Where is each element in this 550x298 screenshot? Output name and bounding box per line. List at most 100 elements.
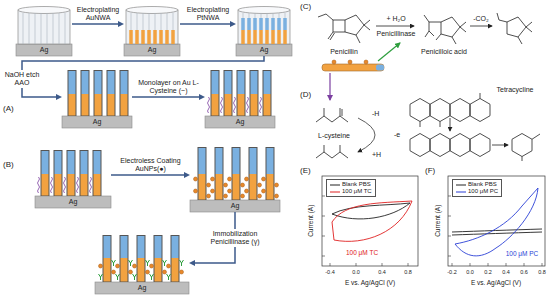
silver-base bbox=[95, 282, 189, 294]
cysteine-squiggle bbox=[64, 177, 66, 193]
base-label: Ag bbox=[236, 118, 245, 126]
legend-box: Blank PBS100 μM TC bbox=[326, 179, 376, 197]
process-label: Monolayer on Au L-Cysteine (~) bbox=[134, 79, 203, 95]
cv-curve bbox=[452, 229, 542, 235]
cysteine-squiggle bbox=[247, 97, 249, 113]
gold-nanoparticle bbox=[228, 177, 232, 181]
base-label: Ag bbox=[148, 46, 157, 54]
legend-row: 100 μM TC bbox=[330, 188, 372, 195]
legend-line bbox=[456, 184, 466, 185]
legend-line bbox=[330, 184, 340, 185]
aao-template bbox=[124, 7, 180, 57]
substituent bbox=[522, 134, 540, 161]
gold-nanoparticle bbox=[224, 194, 228, 198]
process-label: NaOH etch AAO bbox=[1, 70, 43, 88]
redox-arrow bbox=[358, 118, 375, 152]
annotation: +H bbox=[372, 151, 381, 159]
cysteine-squiggle bbox=[208, 97, 210, 113]
enzyme-mark bbox=[112, 260, 116, 266]
annotation: Penicillinase bbox=[377, 30, 416, 38]
annotation: + H₂O bbox=[386, 15, 405, 23]
enzyme-mark bbox=[163, 260, 167, 266]
nanowire-array-1 bbox=[62, 70, 132, 128]
pointer-arrow bbox=[329, 73, 330, 100]
cysteine-structure bbox=[316, 108, 348, 122]
gold-nanoparticle bbox=[275, 194, 279, 198]
plot-frame bbox=[322, 176, 418, 266]
ring bbox=[450, 99, 470, 122]
gold-nanoparticle bbox=[112, 270, 116, 274]
ring bbox=[430, 134, 450, 157]
legend-text: Blank PBS bbox=[468, 181, 497, 188]
ring bbox=[430, 99, 450, 122]
annotation: 100 μM TC bbox=[346, 249, 378, 257]
axis-title: Current (A) bbox=[307, 205, 315, 237]
annotation: (E) bbox=[300, 166, 311, 175]
gold-nanoparticle bbox=[194, 189, 198, 193]
au-segment bbox=[45, 174, 97, 196]
gold-nanoparticle bbox=[262, 189, 266, 193]
pt-segment bbox=[215, 71, 267, 94]
gold-nanoparticle bbox=[133, 264, 137, 268]
pt-segment bbox=[45, 151, 97, 174]
ring bbox=[470, 134, 490, 157]
cysteine-squiggle bbox=[51, 177, 53, 193]
legend-row: 100 μM PC bbox=[456, 188, 498, 195]
process-arrow bbox=[180, 21, 236, 27]
rod-outline bbox=[107, 235, 175, 282]
annotation: -0.2 bbox=[447, 269, 456, 275]
cysteine-squiggle bbox=[90, 177, 92, 193]
silver-base bbox=[190, 200, 280, 212]
sample-stack: Ag bbox=[35, 146, 111, 208]
annotation: 100 μM PC bbox=[506, 250, 539, 258]
cysteine-squiggle bbox=[38, 177, 40, 193]
pointer-arrow bbox=[378, 43, 400, 61]
reaction-arrow bbox=[450, 118, 451, 131]
annotation: Penicillin bbox=[330, 48, 358, 56]
legend-row: Blank PBS bbox=[330, 181, 372, 188]
gold-nanoparticle bbox=[163, 270, 167, 274]
annotation: (F) bbox=[425, 166, 435, 175]
wire-body bbox=[322, 64, 384, 71]
arrow-head bbox=[230, 21, 236, 27]
gold-nanoparticle bbox=[99, 264, 103, 268]
gold-nanoparticle bbox=[150, 264, 154, 268]
annotation: E vs. Ag/AgCl (V) bbox=[471, 279, 521, 287]
platinum-fill bbox=[243, 18, 285, 30]
gold-nanoparticle bbox=[194, 177, 198, 181]
gold-nanoparticle bbox=[262, 177, 266, 181]
ring bbox=[470, 99, 490, 122]
annotation: (C) bbox=[300, 2, 311, 11]
gold-nanoparticle bbox=[211, 189, 215, 193]
gold-nanoparticle bbox=[224, 183, 228, 187]
wire-tip bbox=[376, 65, 384, 71]
base-label: Ag bbox=[69, 198, 78, 206]
rod-outline bbox=[215, 70, 267, 116]
arrow-head bbox=[118, 21, 124, 27]
cysteine-squiggle bbox=[260, 97, 262, 113]
base-label: Ag bbox=[93, 118, 102, 126]
sample-stack: Ag bbox=[190, 142, 280, 212]
cv-plot-f bbox=[448, 176, 545, 266]
gold-nanoparticle bbox=[364, 60, 368, 64]
nanowire-array-5 bbox=[95, 235, 189, 294]
cysteine-squiggle bbox=[234, 97, 236, 113]
cysteine-structure bbox=[316, 145, 348, 158]
arrow-line bbox=[132, 96, 199, 98]
cv-plot-e bbox=[322, 176, 418, 266]
arrow-line bbox=[22, 56, 264, 97]
penicillin-structure bbox=[318, 14, 370, 43]
enzyme-mark bbox=[116, 274, 120, 280]
au-segment bbox=[72, 94, 124, 116]
arrow-head bbox=[56, 94, 62, 100]
annotation: 0.0 bbox=[352, 269, 360, 275]
annotation: -CO₂ bbox=[473, 15, 489, 23]
pt-segment bbox=[72, 71, 124, 94]
arrow-head bbox=[189, 260, 195, 266]
annotation: Tetracycline bbox=[497, 86, 534, 94]
sensor-wire bbox=[322, 43, 400, 100]
sample-stack: Ag bbox=[205, 66, 275, 128]
sample-stack: Ag bbox=[95, 232, 189, 294]
reaction-arrow bbox=[470, 26, 492, 27]
